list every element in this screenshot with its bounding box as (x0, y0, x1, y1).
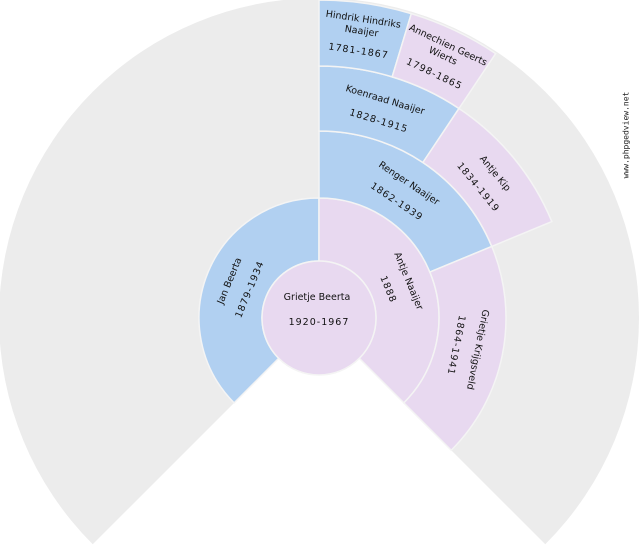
person-segment-shape[interactable] (421, 107, 553, 248)
root-circle[interactable] (261, 260, 377, 376)
root-person[interactable]: Grietje Beerta 1920-1967 (261, 260, 377, 376)
person-name: Naaijer (344, 24, 379, 40)
root-dates: 1920-1967 (289, 317, 350, 328)
watermark: www.phpgedview.net (621, 91, 631, 179)
person-segment-shape[interactable] (391, 12, 497, 110)
root-name: Grietje Beerta (284, 292, 351, 303)
person-segment-shape[interactable] (402, 245, 507, 452)
